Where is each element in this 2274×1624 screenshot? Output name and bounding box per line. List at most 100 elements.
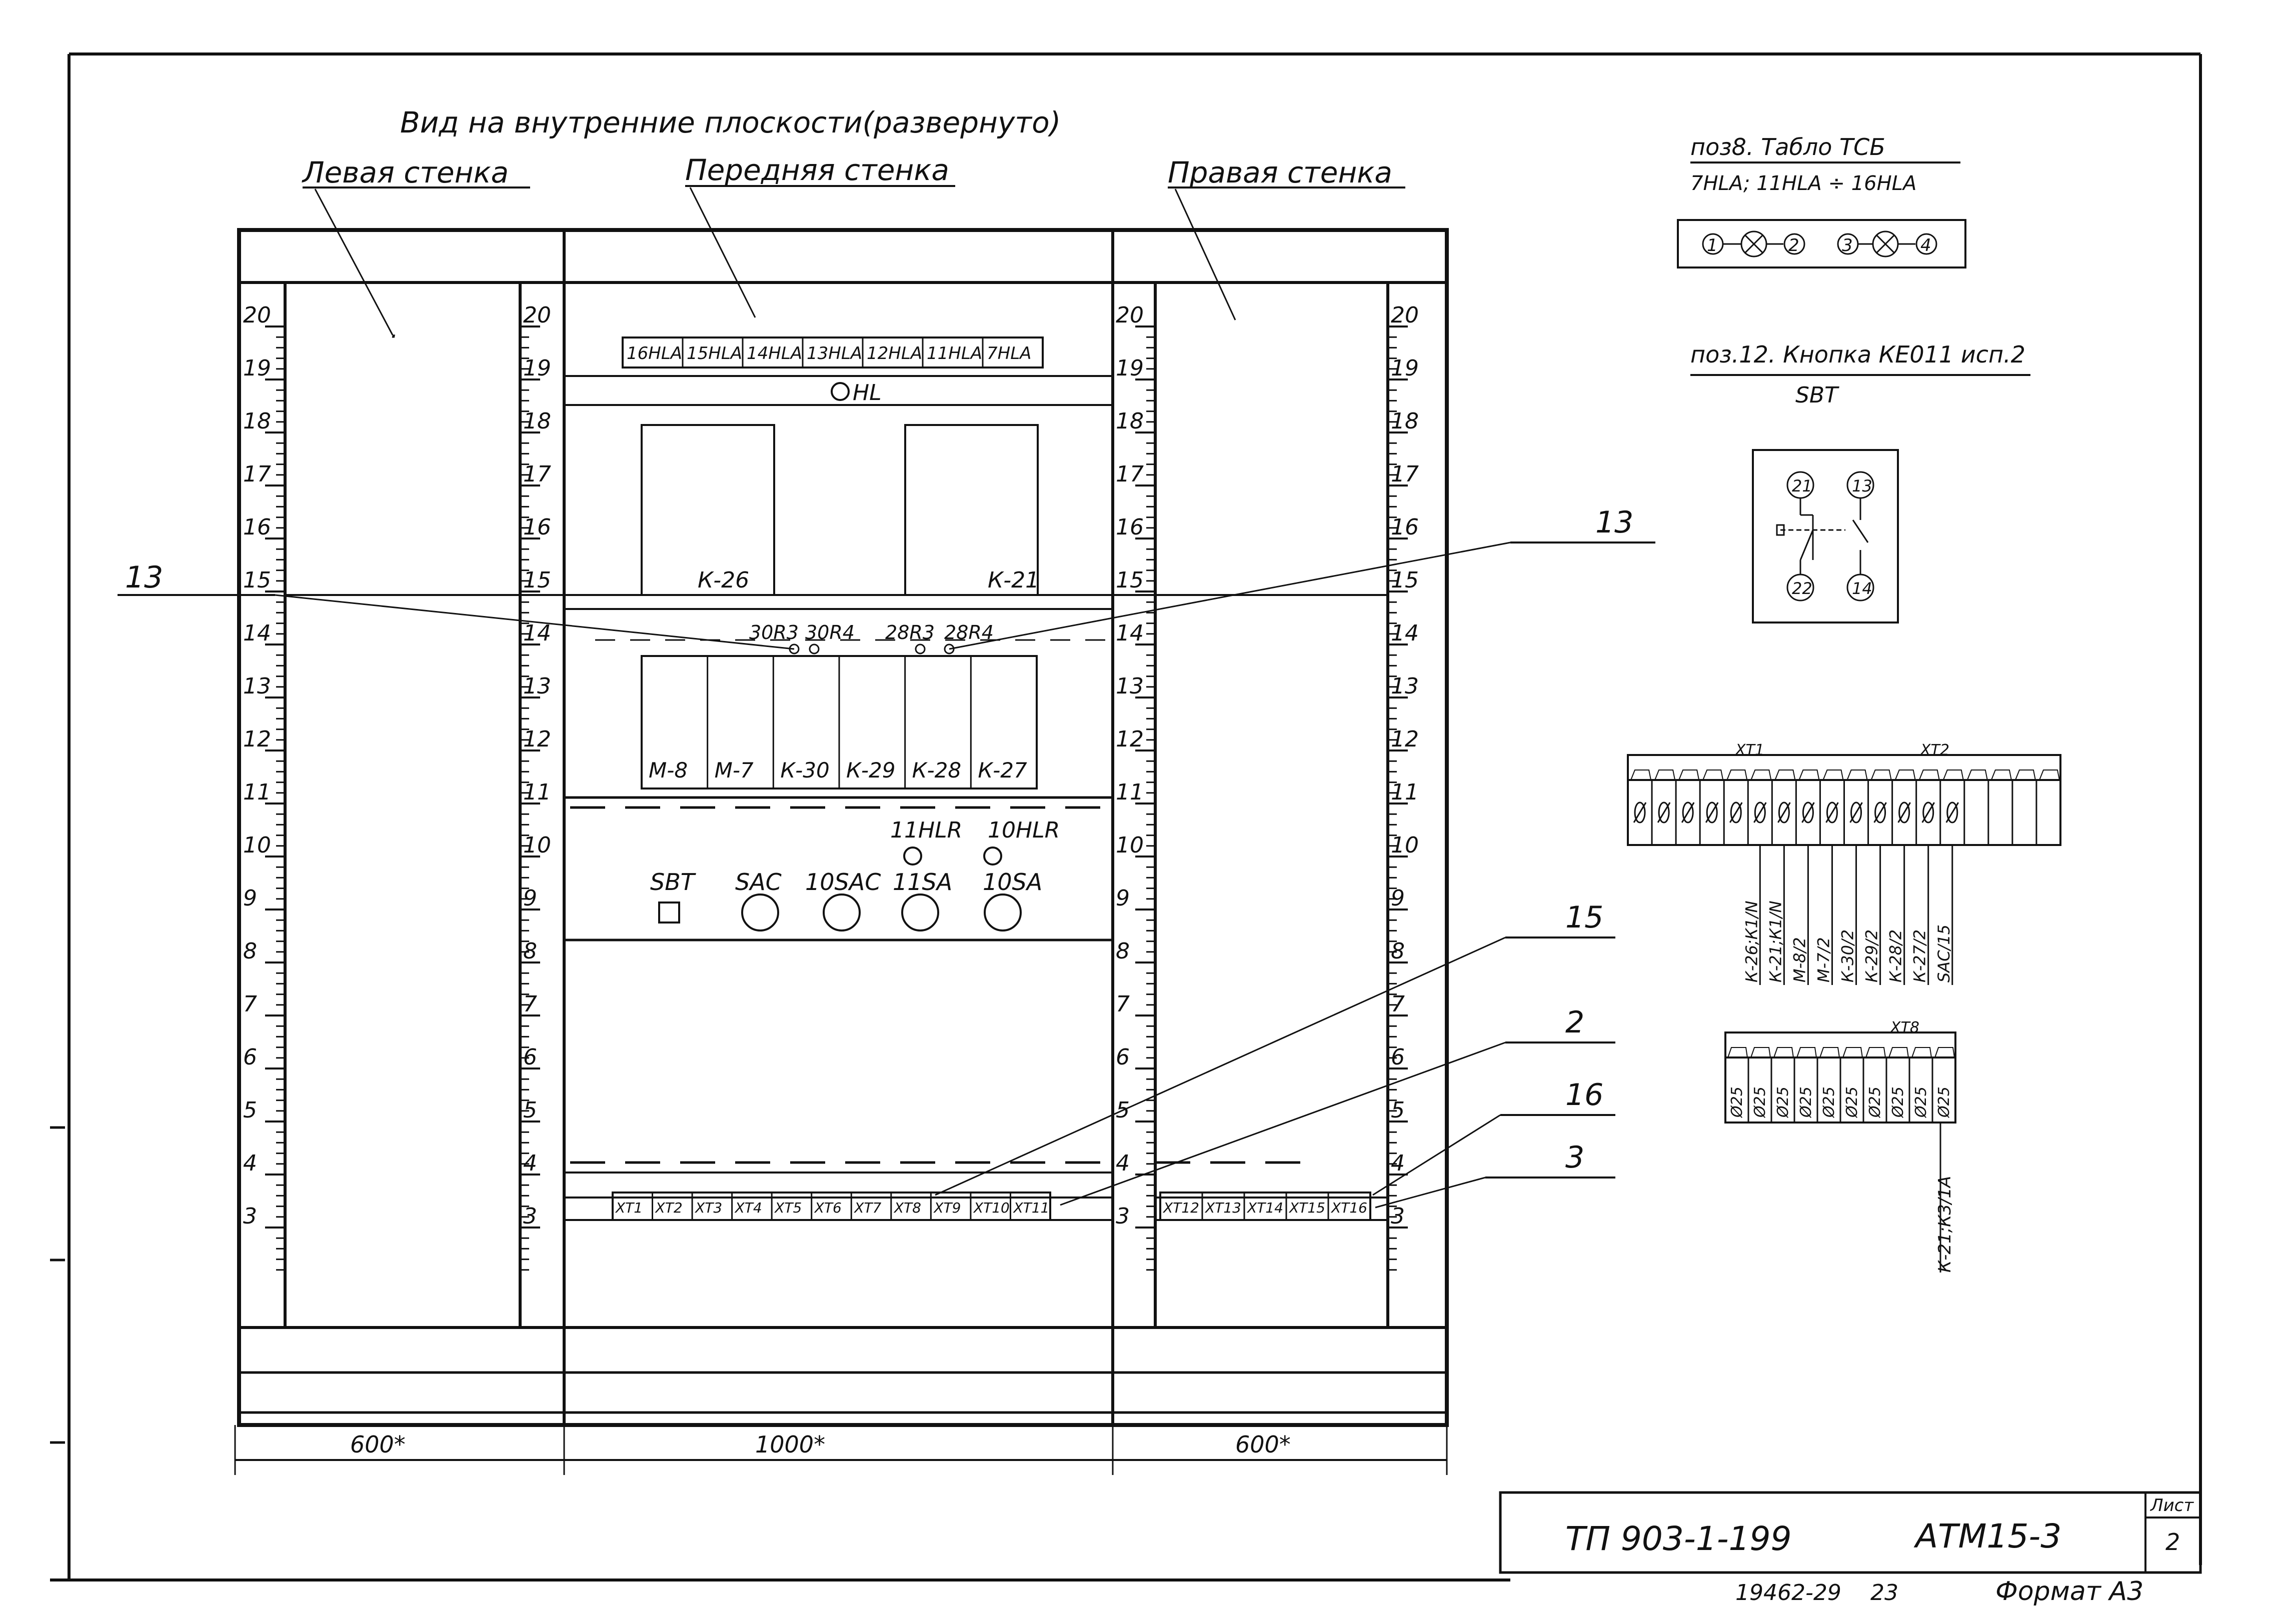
rail-mark: 20: [243, 302, 271, 328]
terminal-block: XT13: [1204, 1200, 1241, 1216]
lamp-strip-cell: 13HLA: [807, 344, 862, 364]
doc-number: ТП 903-1-199: [1565, 1520, 1792, 1558]
rail-mark: 7: [523, 992, 537, 1017]
terminal-block: XT12: [1162, 1200, 1199, 1216]
rail-mark: 9: [1116, 886, 1130, 911]
rail-mark: 5: [1391, 1098, 1405, 1123]
rail-mark: 3: [523, 1204, 537, 1229]
callout-3: 3: [1565, 1140, 1584, 1175]
button-terminal-21: 21: [1792, 476, 1812, 496]
strip1-header-xt1: XT1: [1734, 742, 1764, 759]
lamp-strip-cell: 7HLA: [987, 344, 1031, 364]
relay-row-cell: К-28: [912, 758, 961, 782]
rail-mark: 16: [523, 514, 551, 540]
terminal-block: XT3: [694, 1200, 722, 1216]
rail-mark: 6: [523, 1044, 537, 1070]
rail-mark: 3: [1391, 1204, 1405, 1229]
strip2-cell: Ø25: [1797, 1086, 1815, 1118]
legend-pos8: поз8. Табло ТСБ 7HLA; 11HLA ÷ 16HLA 1 2 …: [1677, 134, 1966, 268]
terminal-block: XT9: [933, 1200, 961, 1216]
indicator-11hlr-icon: [903, 846, 922, 866]
relay-row-cell: M-7: [715, 758, 754, 782]
callout-16: 16: [1565, 1078, 1603, 1112]
rail-mark: 13: [243, 674, 271, 699]
strip1-wire-label: M-7/2: [1814, 937, 1833, 982]
rail-mark: 19: [1391, 356, 1419, 381]
strip2-cell: Ø25: [1751, 1086, 1769, 1118]
rail-mark: 20: [1391, 302, 1419, 328]
rail-mark: 12: [1391, 726, 1419, 752]
lamp-icon: [1740, 230, 1767, 258]
pos8-sub: 7HLA; 11HLA ÷ 16HLA: [1690, 172, 1916, 195]
strip1-wire-label: К-26;К1/N: [1742, 900, 1761, 982]
left-wall-label: Левая стенка: [302, 156, 509, 190]
rail-mark: 6: [1391, 1044, 1405, 1070]
rail-mark: 3: [1116, 1204, 1130, 1229]
rail-mark: 14: [243, 620, 271, 646]
indicator-11hlr-label: 11HLR: [890, 818, 962, 843]
rail-mark: 18: [243, 408, 271, 434]
relay-row-cell: К-27: [978, 758, 1027, 782]
sheet-label: Лист: [2149, 1496, 2194, 1516]
rail-mark: 4: [1116, 1150, 1130, 1176]
rail-mark: 7: [243, 992, 257, 1017]
lamp-strip-cell: 15HLA: [687, 344, 742, 364]
control-sbt-label: SBT: [650, 868, 697, 896]
mounting-rails: 2019181716151413121110987654320191817161…: [243, 302, 1419, 1271]
rail-mark: 12: [243, 726, 271, 752]
lamp-strip-cell: 12HLA: [867, 344, 922, 364]
rail-mark: 4: [1391, 1150, 1405, 1176]
rail-mark: 7: [1116, 992, 1130, 1017]
strip1-cells: [1630, 770, 2060, 845]
strip1-wire-label: К-30/2: [1838, 930, 1857, 982]
strip1-wire-label: К-27/2: [1910, 930, 1929, 982]
rail-mark: 10: [243, 832, 271, 858]
rail-mark: 19: [523, 356, 551, 381]
rail-mark: 7: [1391, 992, 1405, 1017]
strip2-cell: Ø25: [1728, 1086, 1746, 1118]
11sa-switch-icon: [901, 894, 939, 932]
cabinet: [237, 228, 1449, 1427]
rail-mark: 6: [243, 1044, 257, 1070]
terminal-block: XT6: [814, 1200, 842, 1216]
rail-mark: 20: [1116, 302, 1144, 328]
rail-mark: 17: [1116, 462, 1144, 487]
callout-15: 15: [1565, 900, 1603, 935]
strip2-cell: Ø25: [1935, 1086, 1953, 1118]
rail-mark: 15: [243, 568, 271, 593]
rail-mark: 10: [1391, 832, 1419, 858]
button-terminal-22: 22: [1792, 579, 1812, 598]
rail-mark: 17: [1391, 462, 1419, 487]
rail-mark: 8: [1391, 938, 1405, 964]
rail-mark: 13: [1391, 674, 1419, 699]
dimension-left: 600*: [350, 1431, 406, 1458]
strip2-cell: Ø25: [1866, 1086, 1884, 1118]
rail-mark: 15: [523, 568, 551, 593]
terminal-block: XT2: [655, 1200, 683, 1216]
lamp-strip-cell: 16HLA: [627, 344, 682, 364]
strip2-cell: Ø25: [1889, 1086, 1907, 1118]
rail-mark: 9: [1391, 886, 1405, 911]
terminal-block: XT15: [1288, 1200, 1325, 1216]
lamp-terminal-1: 1: [1707, 236, 1718, 256]
rail-mark: 14: [523, 620, 551, 646]
inventory-number: 19462-29: [1735, 1580, 1841, 1606]
strip2-cell: Ø25: [1843, 1086, 1861, 1118]
rail-mark: 16: [1391, 514, 1419, 540]
rail-mark: 20: [523, 302, 551, 328]
strip1-wire-label: К-28/2: [1886, 930, 1905, 982]
legend-pos12: поз.12. Кнопка КЕ011 исп.2 SBT 21 13 22 …: [1690, 341, 2030, 624]
strip1-wire-label: M-8/2: [1790, 937, 1809, 982]
rail-mark: 10: [523, 832, 551, 858]
rail-mark: 17: [243, 462, 271, 487]
title-block: Лист 2 ТП 903-1-199 АТМ15-3 19462-29 23 …: [1499, 1491, 2202, 1606]
strip2-wire: К-21;К3/1А: [1935, 1176, 1955, 1272]
copy-number: 23: [1870, 1580, 1898, 1606]
rail-mark: 11: [1116, 780, 1144, 805]
